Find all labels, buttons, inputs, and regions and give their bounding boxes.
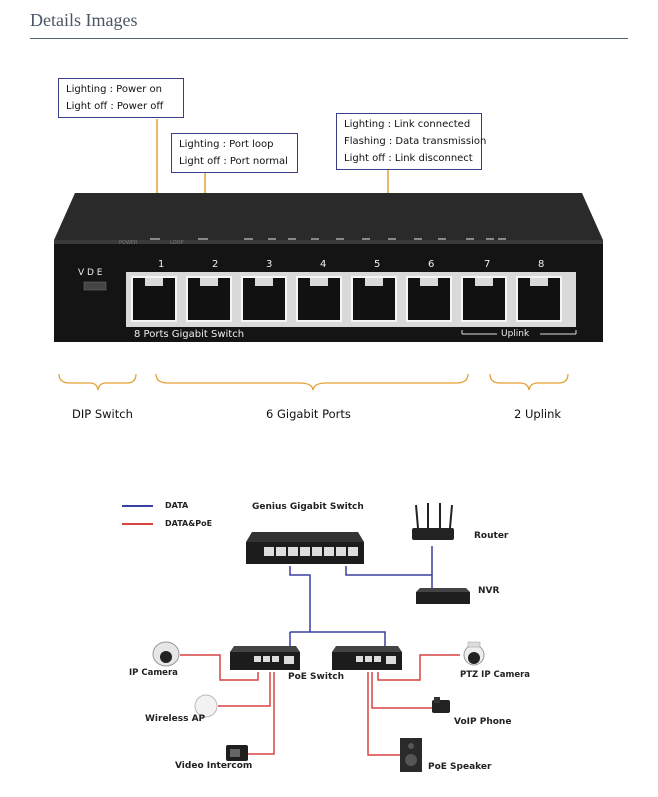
title-divider bbox=[30, 38, 628, 39]
voip-phone-label: VoIP Phone bbox=[454, 717, 512, 727]
dip-switch-body bbox=[83, 281, 107, 291]
legend-poe-label: DATA&PoE bbox=[165, 519, 213, 528]
indicator-text: Light off : Port normal bbox=[179, 156, 288, 167]
rj45-port bbox=[186, 276, 232, 322]
indicator-box-power: Lighting : Power on Light off : Power of… bbox=[58, 78, 184, 118]
video-intercom-label: Video Intercom bbox=[175, 761, 253, 771]
poe-links bbox=[180, 654, 460, 756]
port-number: 8 bbox=[538, 259, 545, 270]
main-switch-label: Genius Gigabit Switch bbox=[252, 502, 364, 512]
page-title: Details Images bbox=[30, 10, 138, 30]
nvr-icon bbox=[416, 592, 470, 604]
switch-top bbox=[54, 193, 603, 240]
uplink-label: Uplink bbox=[501, 329, 530, 339]
rj45-port bbox=[351, 276, 397, 322]
wireless-ap-label: Wireless AP bbox=[145, 714, 206, 724]
ip-camera-label: IP Camera bbox=[129, 668, 178, 678]
ports-caption: 6 Gigabit Ports bbox=[266, 407, 351, 421]
port-number: 1 bbox=[158, 259, 165, 270]
indicator-text: Light off : Link disconnect bbox=[344, 153, 473, 164]
indicator-text: Lighting : Port loop bbox=[179, 139, 274, 150]
port-number: 2 bbox=[212, 259, 219, 270]
port-number: 4 bbox=[320, 259, 327, 270]
port-number: 3 bbox=[266, 259, 273, 270]
led-label-loop: LOOP bbox=[170, 240, 184, 246]
wireless-ap-icon bbox=[194, 694, 218, 718]
indicator-box-loop: Lighting : Port loop Light off : Port no… bbox=[171, 133, 298, 173]
indicator-box-link: Lighting : Link connected Flashing : Dat… bbox=[336, 113, 487, 170]
led-row bbox=[150, 238, 506, 240]
rj45-port bbox=[241, 276, 287, 322]
indicator-text: Lighting : Link connected bbox=[344, 119, 471, 130]
uplink-caption: 2 Uplink bbox=[514, 407, 562, 421]
voip-phone-icon bbox=[432, 700, 450, 713]
rj45-port bbox=[296, 276, 342, 322]
router-icon bbox=[412, 528, 454, 540]
dip-bracket bbox=[58, 373, 137, 391]
indicator-text: Lighting : Power on bbox=[66, 84, 163, 95]
ptz-camera-label: PTZ IP Camera bbox=[460, 670, 531, 680]
rj45-port bbox=[461, 276, 507, 322]
model-label: 8 Ports Gigabit Switch bbox=[134, 329, 245, 340]
nvr-label: NVR bbox=[478, 586, 500, 596]
dip-letters: V D E bbox=[78, 268, 103, 278]
indicator-text: Flashing : Data transmission bbox=[344, 136, 487, 147]
poe-speaker-label: PoE Speaker bbox=[428, 762, 492, 772]
dip-caption: DIP Switch bbox=[72, 407, 133, 421]
port-number: 6 bbox=[428, 259, 435, 270]
indicator-text: Light off : Power off bbox=[66, 101, 164, 112]
poe-switch-label: PoE Switch bbox=[288, 672, 344, 682]
ports-bracket bbox=[155, 373, 469, 391]
legend-data-label: DATA bbox=[165, 501, 189, 510]
port-number: 5 bbox=[374, 259, 381, 270]
rj45-port bbox=[131, 276, 177, 322]
rj45-port bbox=[406, 276, 452, 322]
led-label-power: POWER bbox=[119, 240, 138, 246]
rj45-port bbox=[516, 276, 562, 322]
uplink-bracket bbox=[489, 373, 569, 391]
data-links bbox=[289, 546, 433, 650]
port-number: 7 bbox=[484, 259, 491, 270]
router-label: Router bbox=[474, 531, 509, 541]
